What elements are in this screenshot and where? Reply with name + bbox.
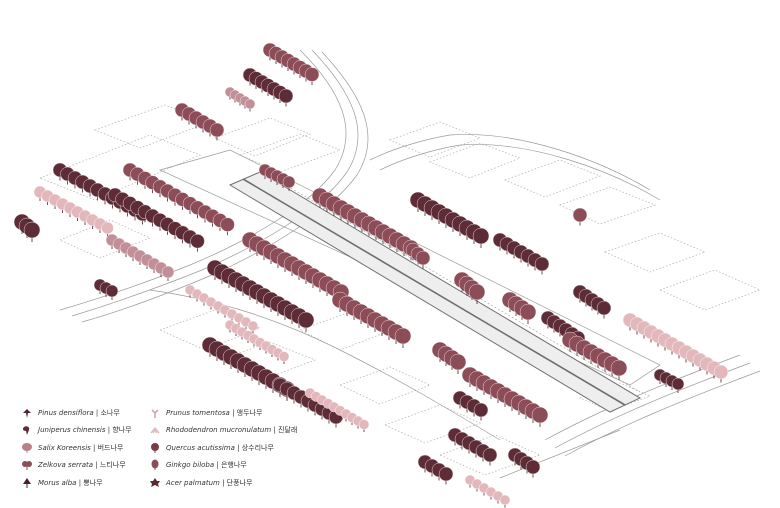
legend-korean-name: 앵두나무 [236,408,263,417]
tree-crown [304,67,320,82]
legend-latin-name: Juniperus chinensis [38,426,106,435]
tree-crown [449,353,467,371]
legend-korean-name: 상수리나무 [241,443,274,452]
tree-crown [519,303,537,321]
legend-latin-name: Morus alba [38,478,77,487]
tree-crown [278,351,290,362]
legend-item-morus-alba: Morus alba | 뽕나무 [20,474,160,492]
tree-crown [572,207,588,223]
tree-crown [209,122,225,138]
legend-item-salix-koreensis: Salix Koreensis | 버드나무 [20,439,160,457]
legend-item-prunus-tomentosa: Prunus tomentosa | 앵두나무 [148,404,320,422]
legend-column-right: Prunus tomentosa | 앵두나무 Rhododendron muc… [148,404,320,492]
willow-icon [22,442,32,453]
legend-latin-name: Acer palmatum [166,478,220,487]
city-blocks [38,104,762,476]
legend-item-acer-palmatum: Acer palmatum | 단풍나무 [148,474,320,492]
tree-crown [220,217,235,232]
legend-latin-name: Prunus tomentosa [166,408,230,417]
legend-korean-name: 진달래 [277,426,298,435]
species-legend: Pinus densiflora | 소나무 Juniperus chinens… [20,404,320,496]
legend-latin-name: Ginkgo biloba [166,461,215,470]
legend-item-juniperus-chinensis: Juniperus chinensis | 향나무 [20,422,160,440]
central-boulevard [228,171,642,413]
pine-icon [23,408,31,418]
legend-latin-name: Rhododendron mucronulatum [166,426,272,435]
tree-crown [297,311,315,329]
legend-item-quercus-acutissima: Quercus acutissima | 상수리나무 [148,439,320,457]
tree-crown [473,402,489,418]
legend-latin-name: Salix Koreensis [38,443,91,452]
zelkova-icon [22,461,32,471]
legend-column-left: Pinus densiflora | 소나무 Juniperus chinens… [20,404,160,492]
legend-korean-name: 뽕나무 [83,478,103,487]
tree-crown [105,284,119,298]
legend-korean-name: 소나무 [100,408,120,417]
legend-latin-name: Pinus densiflora [38,408,94,417]
tree-crown [468,283,486,301]
legend-korean-name: 단풍나무 [226,478,253,487]
juniper-icon [22,426,30,436]
tree-crown [596,300,612,316]
legend-latin-name: Quercus acutissima [166,443,235,452]
mulberry-icon [23,477,31,488]
tree-crown [23,221,41,239]
tree-crown [713,364,729,380]
tree-crown [482,447,498,463]
tree-crown [244,98,256,110]
tree-crown [610,359,628,377]
cherry-shrub-icon [151,409,159,418]
tree-crown [282,175,296,189]
legend-item-pinus-densiflora: Pinus densiflora | 소나무 [20,404,160,422]
legend-korean-name: 향나무 [112,426,132,435]
tree-groups [13,42,729,508]
tree-crown [531,406,549,424]
legend-korean-name: 은행나무 [220,461,247,470]
ginkgo-icon [151,459,159,471]
tree-crown [415,250,431,266]
tree-crown [525,459,541,475]
tree-crown [472,227,490,245]
legend-korean-name: 버드나무 [97,443,124,452]
legend-item-rhododendron-mucronulatum: Rhododendron mucronulatum | 진달래 [148,422,320,440]
legend-item-ginkgo-biloba: Ginkgo biloba | 은행나무 [148,457,320,475]
tree-crown [438,466,454,482]
tree-crown [278,88,294,104]
legend-latin-name: Zelkova serrata [38,461,94,470]
tree-crown [247,320,259,332]
tree-crown [358,419,370,430]
tree-crown [534,256,550,272]
maple-icon [150,477,160,487]
azalea-icon [150,427,160,434]
tree-crown [161,265,175,279]
tree-crown [190,233,205,249]
legend-korean-name: 느티나무 [99,461,126,470]
oak-icon [151,442,159,453]
tree-crown [101,221,114,235]
tree-crown [499,494,511,506]
tree-crown [394,327,412,345]
tree-crown [671,377,685,391]
legend-item-zelkova-serrata: Zelkova serrata | 느티나무 [20,457,160,475]
